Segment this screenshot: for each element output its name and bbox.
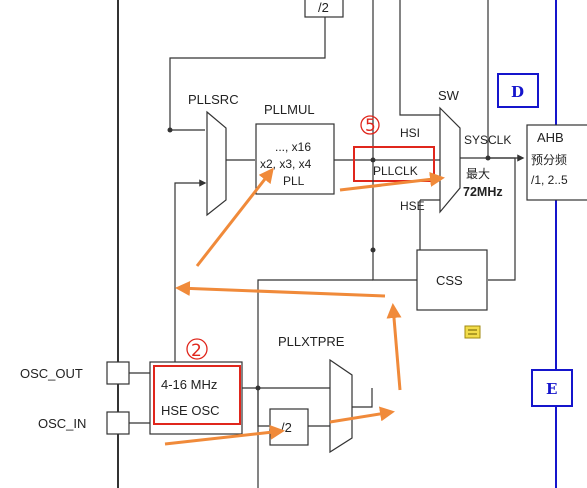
- pllmul-line2: x2, x3, x4: [260, 157, 312, 171]
- ahb-line2: /1, 2..5: [531, 173, 568, 187]
- pllxtpre-mux: [329, 358, 353, 454]
- junction-dot-css: [370, 247, 376, 253]
- osc-out-pin: [106, 361, 130, 385]
- wire-div2-to-pllsrc: [169, 17, 326, 131]
- annotation-arrow-3: [175, 280, 386, 298]
- ahb-line1: 预分频: [531, 153, 567, 167]
- pllclk-marker: 5: [365, 116, 376, 136]
- css-block: [416, 249, 488, 311]
- wire-hse-to-div2: [257, 388, 270, 427]
- pllmul-line3: PLL: [283, 174, 305, 188]
- sw-label: SW: [438, 88, 460, 103]
- region-box-e: [531, 369, 573, 407]
- div2-top-block: [304, 0, 344, 18]
- wire-css-to-bus: [372, 160, 417, 281]
- pllmul-title: PLLMUL: [264, 102, 315, 117]
- annotation-arrow-2: [339, 171, 445, 192]
- pllmul-block: [255, 123, 335, 195]
- osc-in-pin: [106, 411, 130, 435]
- region-label-e: E: [546, 380, 557, 398]
- wire-hsi-feed: [399, 0, 440, 116]
- wire-css-bottom: [257, 279, 373, 488]
- sysclk-label: SYSCLK: [464, 133, 511, 147]
- wire-pllxtpre-out: [352, 388, 373, 408]
- div2-bottom-label: /2: [281, 420, 292, 435]
- hse-osc-block: [149, 361, 243, 435]
- pllsrc-mux: [206, 110, 227, 217]
- annotation-arrow-6: [329, 406, 395, 424]
- hse-osc-highlight-box: [153, 365, 241, 425]
- osc-in-label: OSC_IN: [38, 416, 86, 431]
- annotation-arrow-1: [195, 167, 274, 267]
- ahb-title: AHB: [537, 130, 564, 145]
- sw-mux: [439, 106, 461, 214]
- osc-out-label: OSC_OUT: [20, 366, 83, 381]
- region-label-d: D: [511, 83, 524, 101]
- note-icon: [464, 325, 481, 339]
- hse-marker-circle: [186, 338, 208, 360]
- pllclk-marker-circle: [360, 115, 380, 135]
- pllclk-highlight-box: [353, 146, 435, 182]
- hse-osc-freq: 4-16 MHz: [161, 377, 217, 392]
- wire-css-feedback: [488, 157, 516, 281]
- hse-marker: 2: [191, 341, 202, 361]
- ahb-prescaler-block: [526, 124, 587, 201]
- pllmul-line1: ..., x16: [275, 140, 311, 154]
- hse-osc-name: HSE OSC: [161, 403, 220, 418]
- div2-top-label: /2: [318, 0, 329, 15]
- annotation-arrow-4: [386, 303, 402, 391]
- max-freq-label: 72MHz: [463, 185, 503, 199]
- pllclk-label: PLLCLK: [373, 164, 418, 178]
- css-label: CSS: [436, 273, 463, 288]
- hsi-label: HSI: [400, 126, 420, 140]
- hse-label: HSE: [400, 199, 425, 213]
- pllsrc-label: PLLSRC: [188, 92, 239, 107]
- max-label: 最大: [466, 167, 490, 181]
- annotation-arrow-5: [164, 424, 285, 446]
- region-box-d: [497, 73, 539, 108]
- junction-dot-pllsrc: [167, 127, 173, 133]
- wire-hse-to-pllsrc: [174, 179, 207, 390]
- pllxtpre-label: PLLXTPRE: [278, 334, 345, 349]
